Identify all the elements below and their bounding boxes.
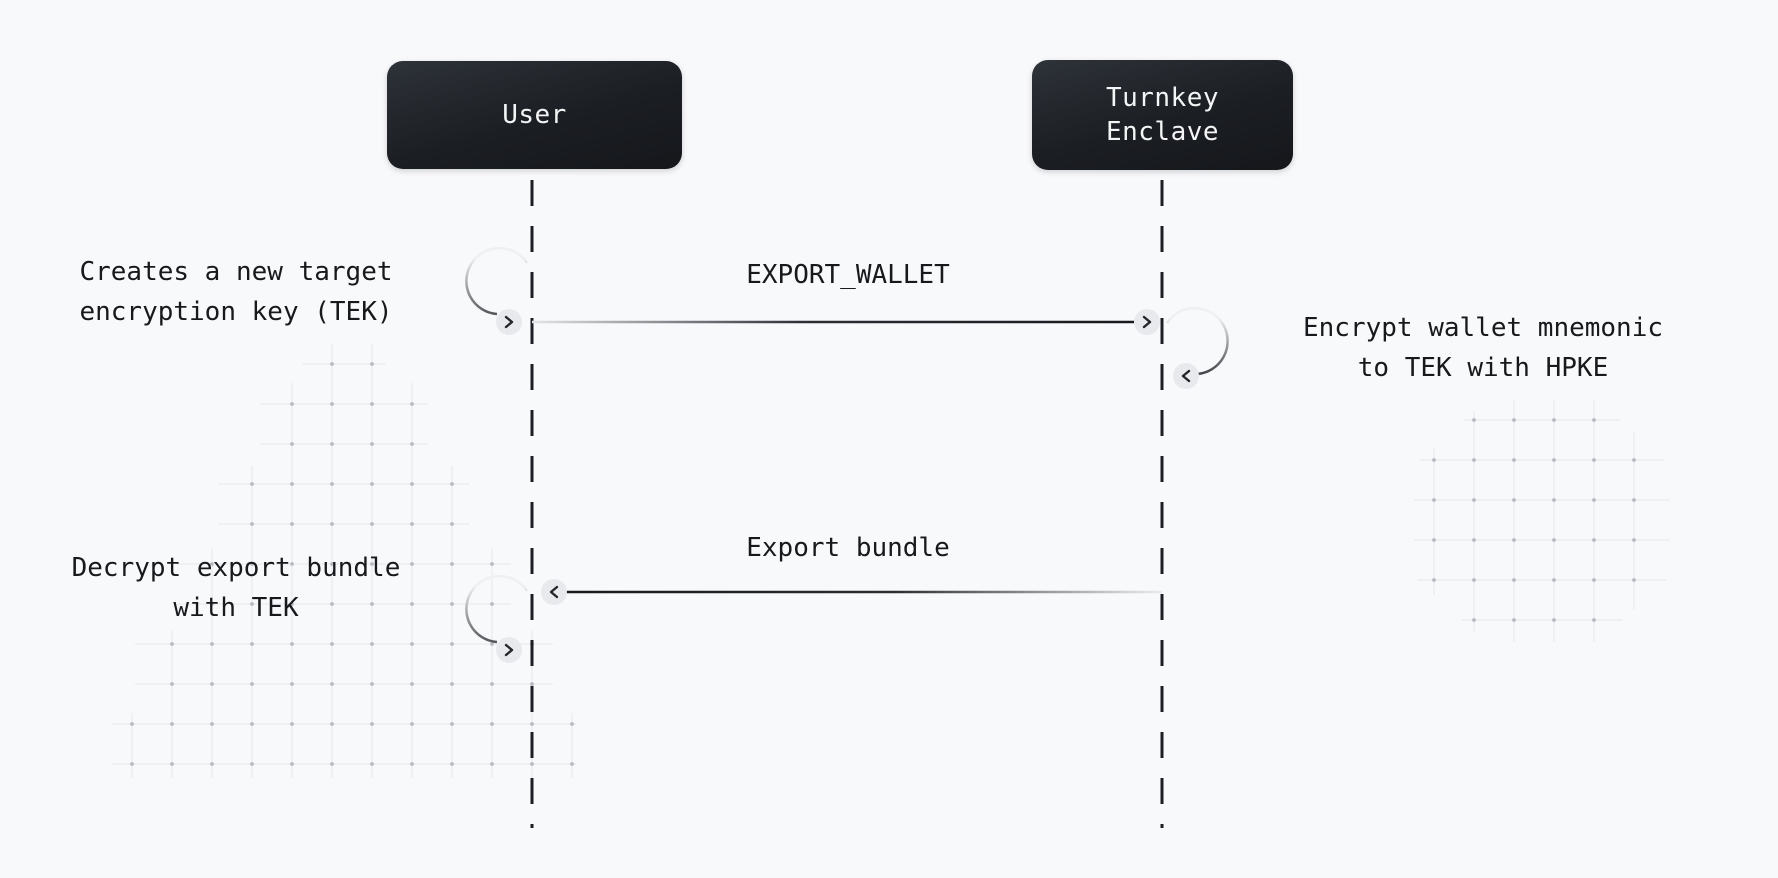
chevron-right-icon — [496, 637, 522, 663]
note-create-tek: Creates a new target encryption key (TEK… — [79, 257, 393, 327]
chevron-left-icon — [541, 579, 567, 605]
self-loop-encrypt-mnemonic — [1165, 306, 1229, 376]
dot-grid-right — [1414, 400, 1670, 642]
actor-box-user: User — [387, 61, 682, 169]
self-loop-create-tek — [465, 246, 529, 316]
message-label-export-wallet: EXPORT_WALLET — [746, 260, 950, 290]
chevron-right-icon — [496, 309, 522, 335]
actor-label-user: User — [502, 100, 567, 130]
chevron-right-icon — [1134, 309, 1160, 335]
actor-label-enclave: Turnkey Enclave — [1105, 83, 1220, 147]
message-label-export-bundle: Export bundle — [746, 533, 950, 563]
self-loop-decrypt-bundle — [465, 574, 529, 644]
note-encrypt-mnemonic: Encrypt wallet mnemonic to TEK with HPKE — [1302, 313, 1664, 383]
actor-box-enclave: Turnkey Enclave — [1032, 60, 1293, 170]
chevron-left-icon — [1173, 363, 1199, 389]
note-decrypt-bundle: Decrypt export bundle with TEK — [71, 553, 401, 623]
